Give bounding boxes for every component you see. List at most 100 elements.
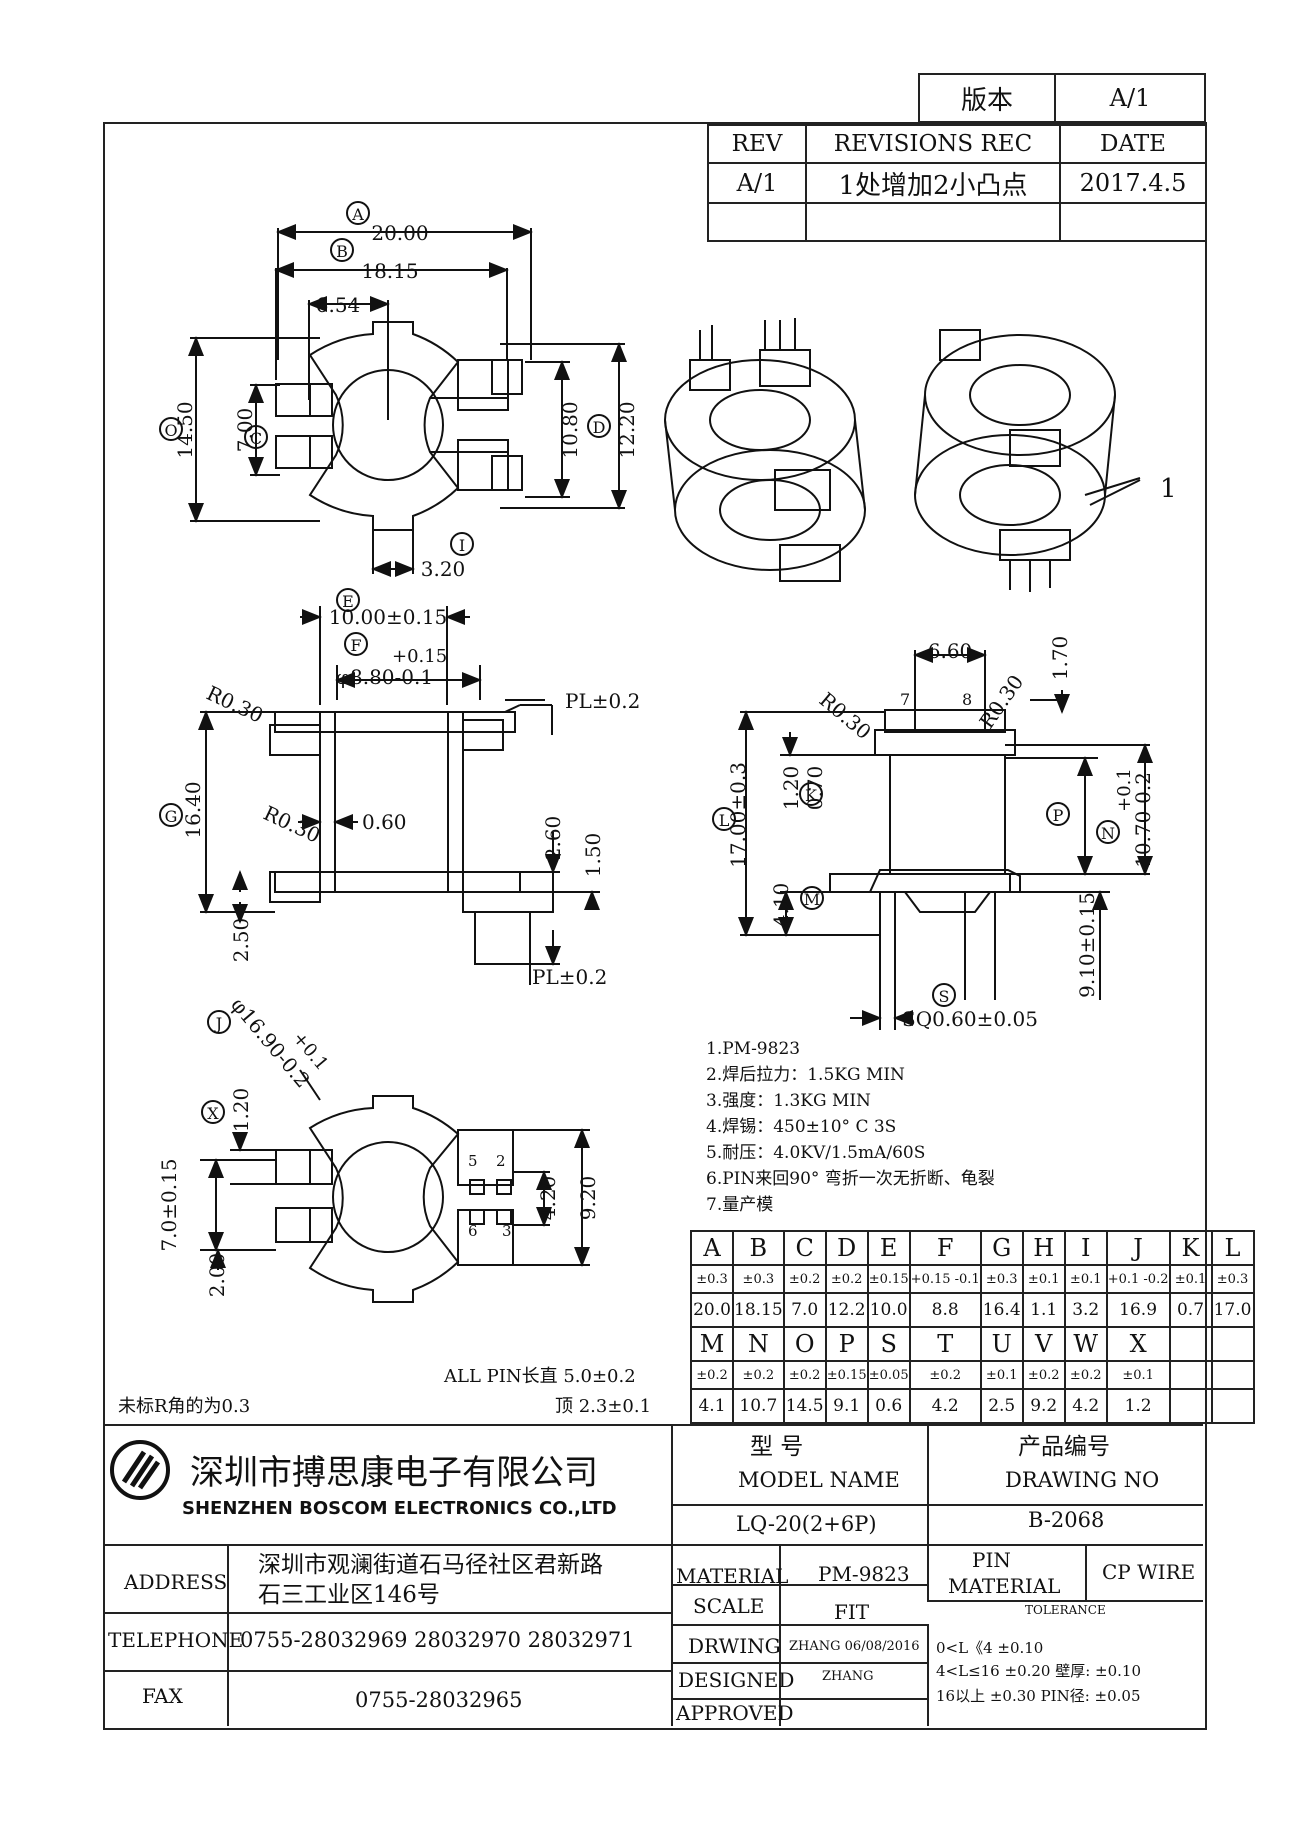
dim-table-tolerance: ±0.1 [1063,1264,1108,1294]
dim-1700: 17.00±0.3 [726,762,750,868]
dim-table-letter: G [979,1230,1024,1266]
dim-table-letter [1210,1326,1255,1362]
drawing-value: B-2068 [1028,1508,1105,1532]
label-i: I [459,536,465,555]
pin-length-line1: ALL PIN长直 5.0±0.2 [444,1366,636,1387]
dim-table-value: 0.7 [1168,1292,1213,1328]
company-name-cn: 深圳市搏思康电子有限公司 [190,1453,598,1493]
title-block [103,1424,1203,1728]
label-d: D [593,418,606,437]
label-s: S [939,987,950,1006]
dim-table-letter [1168,1326,1213,1362]
dim-260: 2.60 [541,816,565,861]
dim-table-value: 16.4 [979,1292,1024,1328]
dim-654: 6.54 [316,293,361,317]
iso-callout-1: 1 [1160,474,1177,504]
dim-table-value: 10.0 [866,1292,911,1328]
model-value: LQ-20(2+6P) [736,1512,877,1536]
dim-table-tolerance [1168,1360,1213,1390]
label-circles [159,201,1120,1124]
label-m: M [804,890,820,909]
title-divider [227,1544,229,1726]
dim-table-tolerance: ±0.1 [979,1360,1024,1390]
dim-120: 1.20 [779,766,803,811]
dim-table-tolerance [1210,1360,1255,1390]
dim-table-tolerance: ±0.05 [866,1360,911,1390]
isometric-view-right [914,329,1141,592]
title-divider [1085,1544,1087,1600]
revision-date-cell [1059,202,1207,242]
label-a: A [351,205,364,224]
dim-table-letter: F [908,1230,982,1266]
drawing-frame [103,122,1207,1730]
company-logo-icon [108,1438,172,1506]
dim-table-letter: M [690,1326,734,1362]
note-item: 1.PM-9823 [706,1039,801,1059]
dim-1815: 18.15 [361,259,418,283]
title-divider [927,1624,929,1726]
pl-top: PL±0.2 [565,689,640,713]
dim-bottom-920: 9.20 [576,1176,600,1221]
dim-20: 20.00 [371,221,428,245]
dim-070: 0.70 [803,766,827,811]
drwing-label: DRWING [688,1634,781,1658]
model-name-en: MODEL NAME [738,1468,900,1492]
fax-label: FAX [142,1684,183,1708]
model-name-cn: 型 号 [750,1434,804,1460]
dim-table-tolerance: ±0.15 [824,1360,869,1390]
title-divider [779,1544,781,1726]
bottom-view [200,1069,590,1303]
dim-table-value: 12.2 [824,1292,869,1328]
title-divider [103,1670,673,1672]
revision-date-cell: 2017.4.5 [1059,162,1207,204]
pin-material-label-2: MATERIAL [948,1574,1061,1598]
note-item: 6.PIN来回90° 弯折一次无折断、龟裂 [706,1169,995,1189]
pin-material-value: CP WIRE [1102,1560,1196,1584]
dim-table-value: 18.15 [732,1292,785,1328]
title-divider [671,1698,927,1700]
pin-length-line2: 顶 2.3±0.1 [555,1396,652,1417]
dim-150: 1.50 [581,833,605,878]
note-item: 3.强度：1.3KG MIN [706,1091,871,1111]
r-note: 未标R角的为0.3 [118,1396,251,1417]
tolerance-line1: 0<L《4 ±0.10 [936,1639,1044,1657]
company-name-en: SHENZHEN BOSCOM ELECTRONICS CO.,LTD [182,1498,617,1519]
dim-table-value [1210,1388,1255,1424]
dim-table-value [1168,1388,1213,1424]
dim-table-tolerance: ±0.3 [732,1264,785,1294]
title-divider [103,1612,673,1614]
label-l: L [719,811,730,830]
version-value: A/1 [1054,73,1206,123]
label-o: O [164,421,177,440]
note-item: 2.焊后拉力：1.5KG MIN [706,1065,905,1085]
r-front-left: R0.30 [815,687,876,744]
label-k: K [805,786,818,805]
pin-6: 6 [468,1222,478,1240]
title-divider [671,1424,673,1726]
pin-7: 7 [900,690,910,709]
address-line1: 深圳市观澜街道石马径社区君新路 [258,1552,603,1578]
label-b: B [336,242,348,261]
designed-value: ZHANG [822,1669,874,1684]
address-line2: 石三工业区146号 [258,1582,440,1608]
title-divider [671,1662,927,1664]
date-header: DATE [1059,124,1207,164]
version-box: 版本 A/1 [918,73,1206,123]
dim-table-letter: J [1105,1230,1171,1266]
dim-table-tolerance: ±0.2 [782,1264,827,1294]
dim-table-tolerance: ±0.2 [1021,1360,1066,1390]
note-item: 4.焊锡：450±10° C 3S [706,1117,897,1137]
dim-table-letter: H [1021,1230,1066,1266]
dim-880-tol: +0.15 [392,646,447,667]
dim-1450: 14.50 [173,401,197,458]
telephone-value: 0755-28032969 28032970 28032971 [240,1628,635,1652]
label-p: P [1053,806,1064,825]
r-front-right: R0.30 [974,670,1028,733]
top-view [188,224,627,577]
dim-410: 4.10 [769,883,793,928]
dim-table-letter: P [824,1326,869,1362]
dim-table-letter: T [908,1326,982,1362]
dim-320: 3.20 [421,557,466,581]
dim-table-tolerance: ±0.1 [1168,1264,1213,1294]
dim-880: φ8.80-0.1 [336,665,433,689]
